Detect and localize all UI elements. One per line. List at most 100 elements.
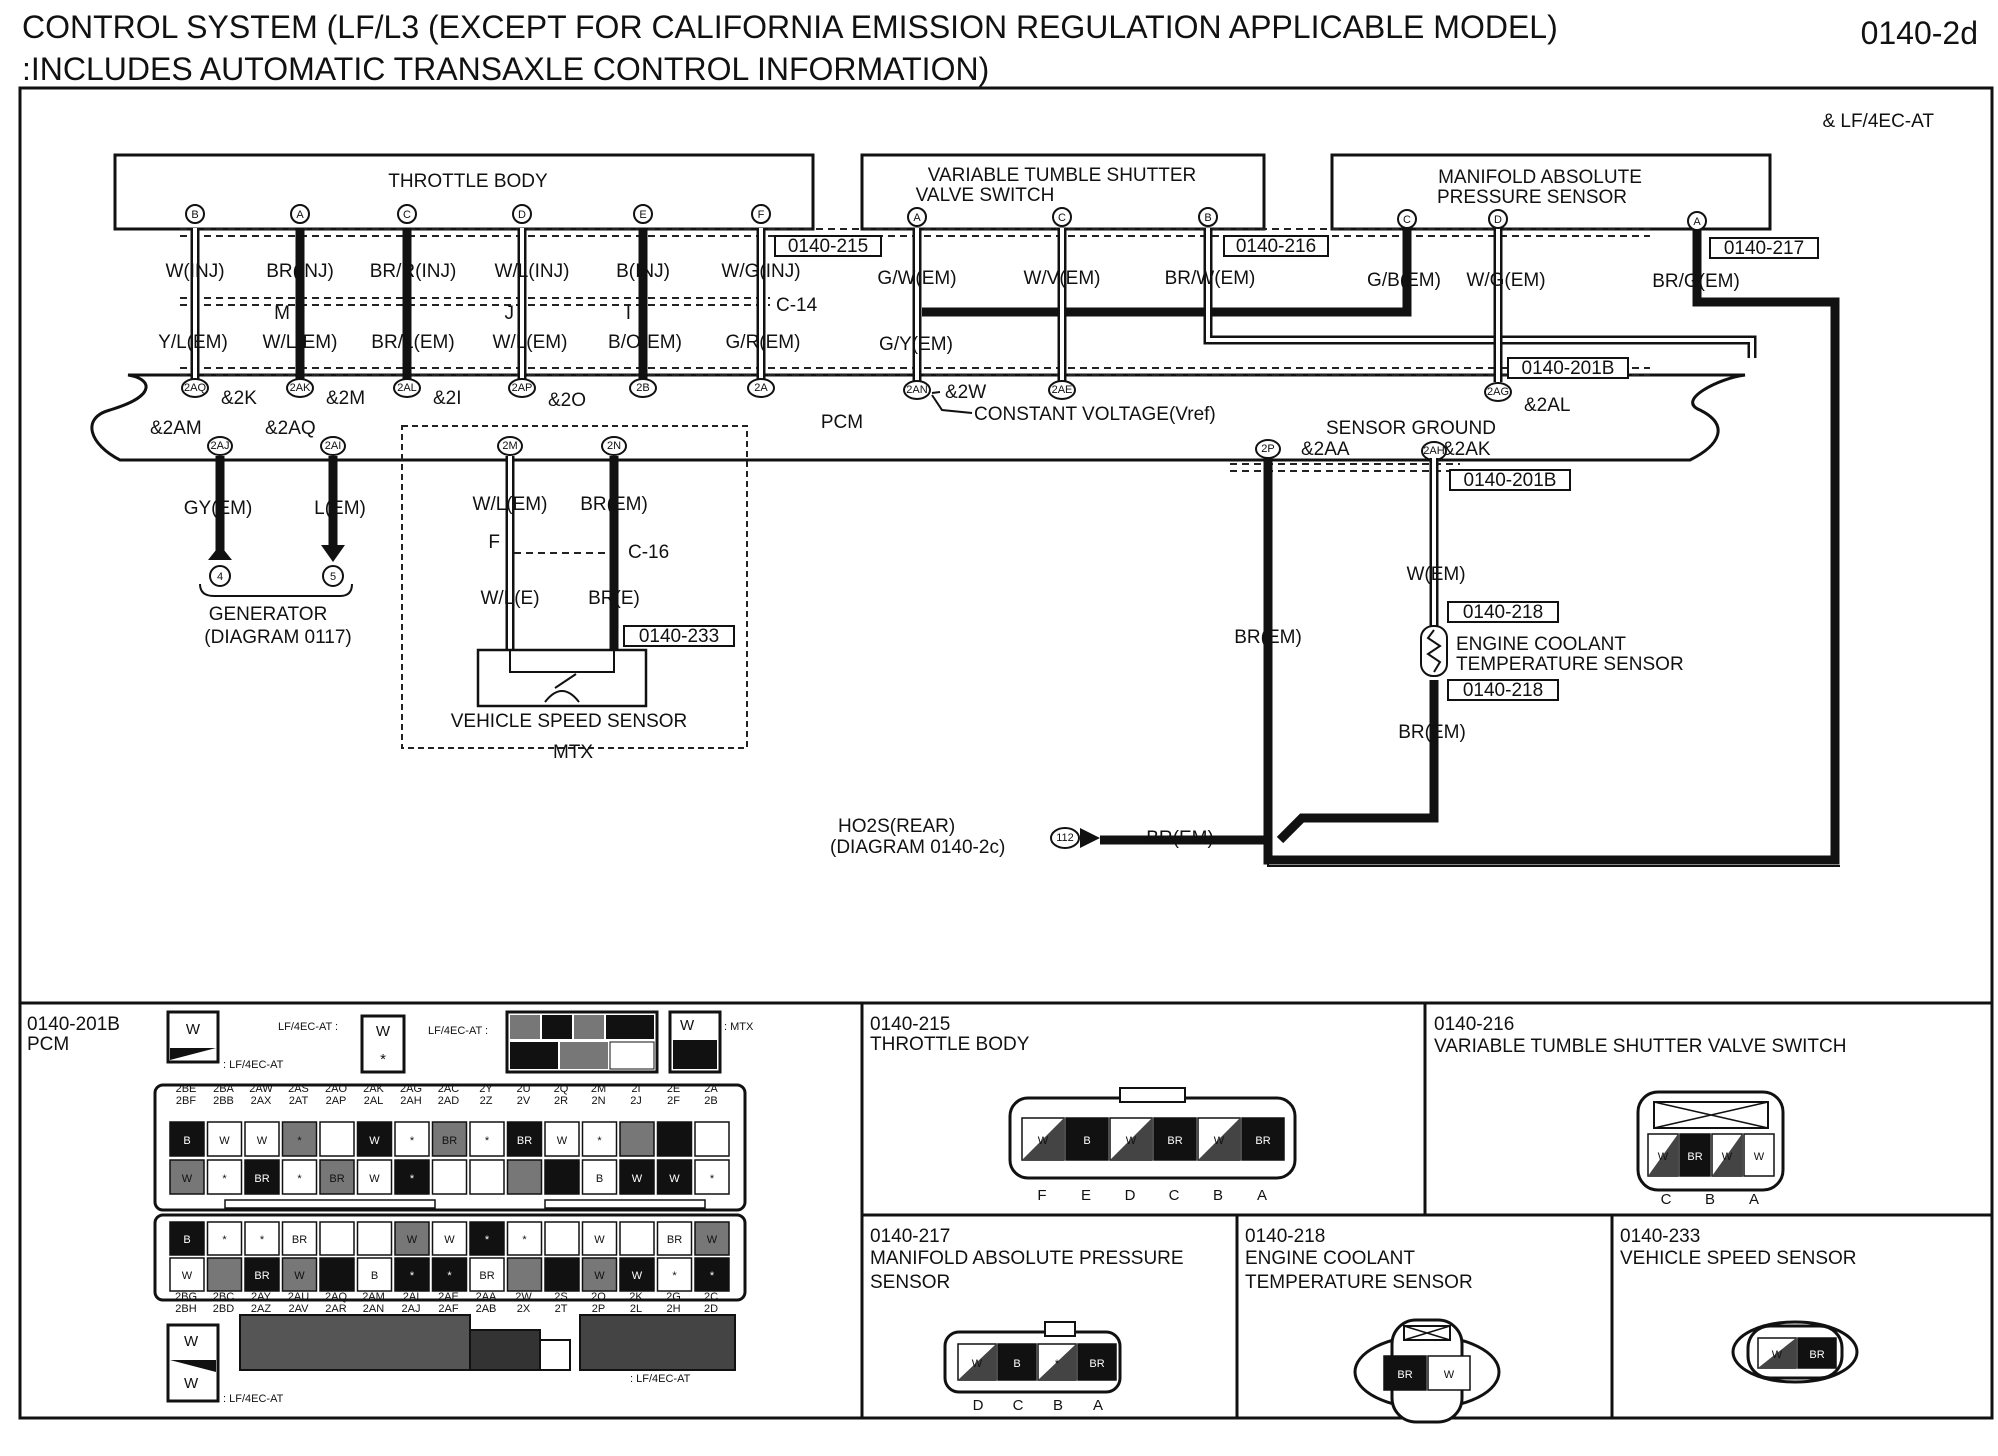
svg-text:0140-233: 0140-233	[1620, 1226, 1700, 1247]
svg-text:0140-201B: 0140-201B	[27, 1014, 120, 1035]
mtx-boundary	[401, 425, 748, 749]
svg-text:0140-216: 0140-216	[1236, 236, 1316, 257]
vss-splice-f: F	[488, 532, 500, 553]
pcm-cavity	[281, 1121, 318, 1157]
svg-text:BR/L(EM): BR/L(EM)	[371, 332, 454, 353]
pcm-pin-id: 2S	[554, 1291, 567, 1303]
pcm-cavity	[206, 1221, 243, 1256]
generator-wires	[208, 456, 345, 562]
pcm-pin-id: 2AY	[251, 1291, 272, 1303]
pcm-cavity-label: *	[485, 1234, 490, 1246]
pcm-cavity	[281, 1221, 318, 1256]
tb-cell-label: BR	[1255, 1135, 1270, 1147]
c14-label: C-14	[776, 295, 818, 316]
pcm-pin-id: 2AF	[438, 1303, 458, 1315]
svg-text:A: A	[913, 212, 921, 224]
pcm-pin-id: 2F	[667, 1095, 680, 1107]
svg-text:M: M	[274, 303, 290, 324]
pcm-cavity	[169, 1159, 205, 1195]
wire-wl-e: W/L(E)	[480, 588, 539, 609]
pcm-cavity	[694, 1221, 730, 1256]
pcm-cavity	[656, 1121, 693, 1157]
pcm-pin-id: 2BB	[213, 1095, 234, 1107]
map-hatch	[1038, 1344, 1076, 1380]
vss-wires	[505, 456, 619, 650]
pcm-cavity	[394, 1257, 430, 1292]
svg-text:0140-216: 0140-216	[1434, 1014, 1514, 1035]
map-wires	[1263, 228, 1840, 865]
page-subtitle: :INCLUDES AUTOMATIC TRANSAXLE CONTROL IN…	[22, 51, 989, 87]
pcm-pin-id: 2X	[517, 1303, 531, 1315]
pcm-cavity	[356, 1121, 393, 1157]
ref-233	[623, 625, 735, 647]
svg-text:&2W: &2W	[945, 382, 986, 403]
tb-pins: B A C D E F	[185, 204, 771, 224]
pcm-pin-id: 2AP	[326, 1095, 347, 1107]
svg-text:5: 5	[330, 571, 336, 583]
svg-text:TEMPERATURE SENSOR: TEMPERATURE SENSOR	[1245, 1272, 1473, 1293]
vtsv-connector-view: 0140-216 VARIABLE TUMBLE SHUTTER VALVE S…	[1434, 1014, 1846, 1208]
pcm-cavity	[356, 1257, 393, 1292]
map-pin-label: A	[1093, 1397, 1103, 1414]
svg-text:BR/R(INJ): BR/R(INJ)	[370, 261, 457, 282]
svg-text:&2O: &2O	[548, 390, 586, 411]
wire-gw: G/W(EM)	[877, 268, 956, 289]
pcm-pin-id: 2Y	[479, 1083, 493, 1095]
wire-br-em: BR(EM)	[580, 494, 648, 515]
pcm-cavity-label: W	[707, 1234, 718, 1246]
svg-text:&2M: &2M	[326, 388, 365, 409]
pcm-cavity	[356, 1221, 393, 1256]
vtsv-cell-label: W	[1722, 1151, 1733, 1163]
svg-text:SENSOR: SENSOR	[870, 1272, 950, 1293]
pcm-cavity	[319, 1121, 355, 1157]
pcm-cavity	[244, 1257, 280, 1292]
map-cell-label: BR	[1089, 1358, 1104, 1370]
pcm-cavity-label: *	[485, 1135, 490, 1147]
svg-text:2AE: 2AE	[1052, 384, 1073, 396]
pcm-pin-id: 2L	[630, 1303, 642, 1315]
ect-cell	[1427, 1355, 1471, 1391]
svg-text:0140-215: 0140-215	[788, 236, 868, 257]
svg-text:&2AM: &2AM	[150, 418, 202, 439]
pcm-cavity	[319, 1159, 355, 1195]
ref-217	[1709, 237, 1819, 259]
pcm-pin-id: 2Q	[554, 1083, 569, 1095]
svg-text:A: A	[296, 209, 304, 221]
vtsv-cell-label: BR	[1687, 1151, 1702, 1163]
pcm-cavity-label: *	[597, 1135, 602, 1147]
svg-text:G/R(EM): G/R(EM)	[726, 332, 801, 353]
pcm-pin-id: 2AS	[288, 1083, 309, 1095]
svg-text:VEHICLE SPEED SENSOR: VEHICLE SPEED SENSOR	[1620, 1248, 1857, 1269]
pcm-pin-id: 2AV	[289, 1303, 310, 1315]
tb-hatch	[1022, 1118, 1064, 1160]
pcm-cavity	[581, 1121, 618, 1157]
wire-gy-em: GY(EM)	[184, 498, 253, 519]
svg-text:W/G(INJ): W/G(INJ)	[721, 261, 800, 282]
pcm-pin-id: 2H	[666, 1303, 680, 1315]
wire-l-em: L(EM)	[314, 498, 366, 519]
vtsv-hatch	[1648, 1134, 1678, 1176]
pcm-pin-id: 2AB	[476, 1303, 497, 1315]
vtsv-pins: A C B	[907, 207, 1218, 227]
ref-216	[1223, 235, 1329, 257]
pcm-pin-id: 2A	[704, 1083, 718, 1095]
pcm-cavity-label: W	[369, 1135, 380, 1147]
pcm-pin-id: 2BF	[176, 1095, 196, 1107]
svg-text:I: I	[626, 303, 631, 324]
pcm-cavity-label: BR	[479, 1270, 494, 1282]
pcm-cavity	[581, 1257, 618, 1292]
c16-label: C-16	[628, 542, 669, 563]
pcm-cavity-label: *	[672, 1270, 677, 1282]
wire-gy: G/Y(EM)	[879, 334, 953, 355]
svg-text:2AP: 2AP	[512, 382, 533, 394]
pcm-cavity	[431, 1121, 468, 1157]
ref-201b-a	[1507, 357, 1629, 379]
svg-text:VARIABLE TUMBLE SHUTTER VALVE: VARIABLE TUMBLE SHUTTER VALVE SWITCH	[1434, 1036, 1846, 1057]
tb-cell-label: W	[1126, 1135, 1137, 1147]
svg-text:B: B	[191, 209, 198, 221]
svg-text:0140-217: 0140-217	[870, 1226, 950, 1247]
svg-text:2AQ: 2AQ	[184, 382, 206, 394]
tb-pin-label: F	[1037, 1187, 1046, 1204]
pcm-cavity	[506, 1121, 543, 1157]
